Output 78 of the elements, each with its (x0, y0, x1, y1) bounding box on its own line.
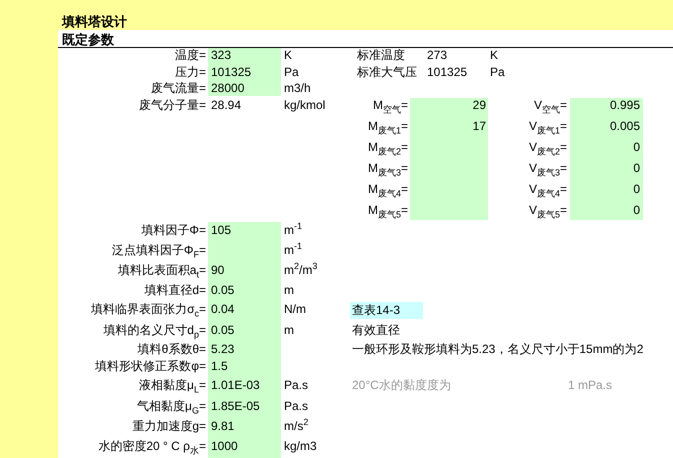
parameter-value: 0 (633, 161, 640, 176)
parameter-value: 101325 (211, 65, 252, 80)
parameter-value: 0.995 (610, 98, 640, 113)
note-text: 1 mPa.s (568, 378, 612, 393)
parameter-value: 1.85E-05 (211, 399, 260, 414)
parameter-value: 101325 (427, 65, 468, 80)
parameter-label: 水的密度20 ° C ρ$_{水}$= (98, 439, 206, 454)
parameter-label: 泛点填料因子Φ$_{F}$= (112, 243, 206, 258)
unit-text: m (284, 283, 294, 298)
unit-text: K (490, 48, 498, 63)
parameter-label: 温度= (174, 48, 206, 63)
parameter-label: M$_{废气4}$= (368, 182, 408, 197)
unit-text: m$^{2}$/m$^{3}$ (284, 263, 318, 278)
parameter-value: 0.05 (211, 323, 234, 338)
parameter-label: 填料因子Φ= (141, 223, 206, 238)
unit-text: Pa (490, 65, 505, 80)
parameter-value: 5.23 (211, 342, 234, 357)
unit-text: Pa.s (284, 378, 308, 393)
reference-cell: 查表14-3 (350, 302, 423, 319)
unit-text: N/m (284, 302, 306, 317)
unit-text: kg/kmol (284, 98, 326, 113)
parameter-label: 填料形状修正系数φ= (95, 359, 206, 374)
parameter-label: V$_{空气}$= (534, 98, 567, 113)
parameter-value: 273 (427, 48, 448, 63)
parameter-value: 0 (633, 182, 640, 197)
parameter-value: 28000 (211, 81, 244, 96)
parameter-label: 液相黏度μ$_{L}$= (139, 378, 206, 393)
parameter-value: 0 (633, 203, 640, 218)
unit-text: m/s$^{2}$ (284, 419, 308, 434)
unit-text: m (284, 323, 294, 338)
parameter-value: 0.05 (211, 283, 234, 298)
parameter-label: 气相黏度μ$_{G}$= (137, 399, 206, 414)
note-text: 一般环形及鞍形填料为5.23，名义尺寸小于15mm的为2 (352, 342, 644, 357)
parameter-value: 1000 (211, 439, 238, 454)
parameter-label: 废气流量= (150, 81, 206, 96)
parameter-label: 标准大气压 (357, 65, 417, 80)
parameter-label: M$_{废气3}$= (368, 161, 408, 176)
parameter-label: V$_{废气3}$= (528, 161, 567, 176)
parameter-label: 填料的名义尺寸d$_{p}$= (103, 323, 206, 338)
parameter-label: 填料θ系数θ= (138, 342, 206, 357)
parameter-value: 90 (211, 263, 224, 278)
unit-text: m$^{-1}$ (284, 223, 302, 238)
parameter-value: 323 (211, 48, 232, 63)
parameter-value: 1.01E-03 (211, 378, 260, 393)
section-heading: 既定参数 (62, 32, 114, 47)
parameter-label: 填料比表面积a$_{t}$= (118, 263, 206, 278)
parameter-label: V$_{废气4}$= (528, 182, 567, 197)
parameter-label: V$_{废气5}$= (528, 203, 567, 218)
parameter-value: 0 (633, 140, 640, 155)
note-text: 有效直径 (352, 323, 400, 338)
parameter-label: M$_{废气1}$= (368, 119, 408, 134)
unit-text: m$^{-1}$ (284, 243, 302, 258)
parameter-label: M$_{废气2}$= (368, 140, 408, 155)
parameter-label: 填料直径d= (144, 283, 206, 298)
sheet-title: 填料塔设计 (62, 14, 127, 29)
parameter-label: V$_{废气1}$= (528, 119, 567, 134)
parameter-label: 标准温度 (357, 48, 405, 63)
parameter-label: 压力= (174, 65, 206, 80)
unit-text: Pa (284, 65, 299, 80)
unit-text: Pa.s (284, 399, 308, 414)
parameter-value: 29 (472, 98, 486, 113)
parameter-label: 废气分子量= (138, 98, 206, 113)
parameter-value: 1.5 (211, 359, 228, 374)
parameter-label: V$_{废气2}$= (528, 140, 567, 155)
parameter-label: M$_{废气5}$= (368, 203, 408, 218)
parameter-value: 9.81 (211, 419, 234, 434)
note-text: 20°C水的黏度度为 (352, 378, 451, 393)
unit-text: kg/m3 (284, 439, 317, 454)
unit-text: m3/h (284, 81, 311, 96)
parameter-value: 0.04 (211, 302, 234, 317)
parameter-value: 105 (211, 223, 232, 238)
parameter-label: M$_{空气}$= (372, 98, 408, 113)
parameter-label: 重力加速度g= (132, 419, 206, 434)
parameter-value: 0.005 (610, 119, 640, 134)
parameter-label: 填料临界表面张力σ$_{c}$= (91, 302, 206, 317)
parameter-value: 28.94 (211, 98, 242, 113)
parameter-value: 17 (472, 119, 486, 134)
unit-text: K (284, 48, 292, 63)
